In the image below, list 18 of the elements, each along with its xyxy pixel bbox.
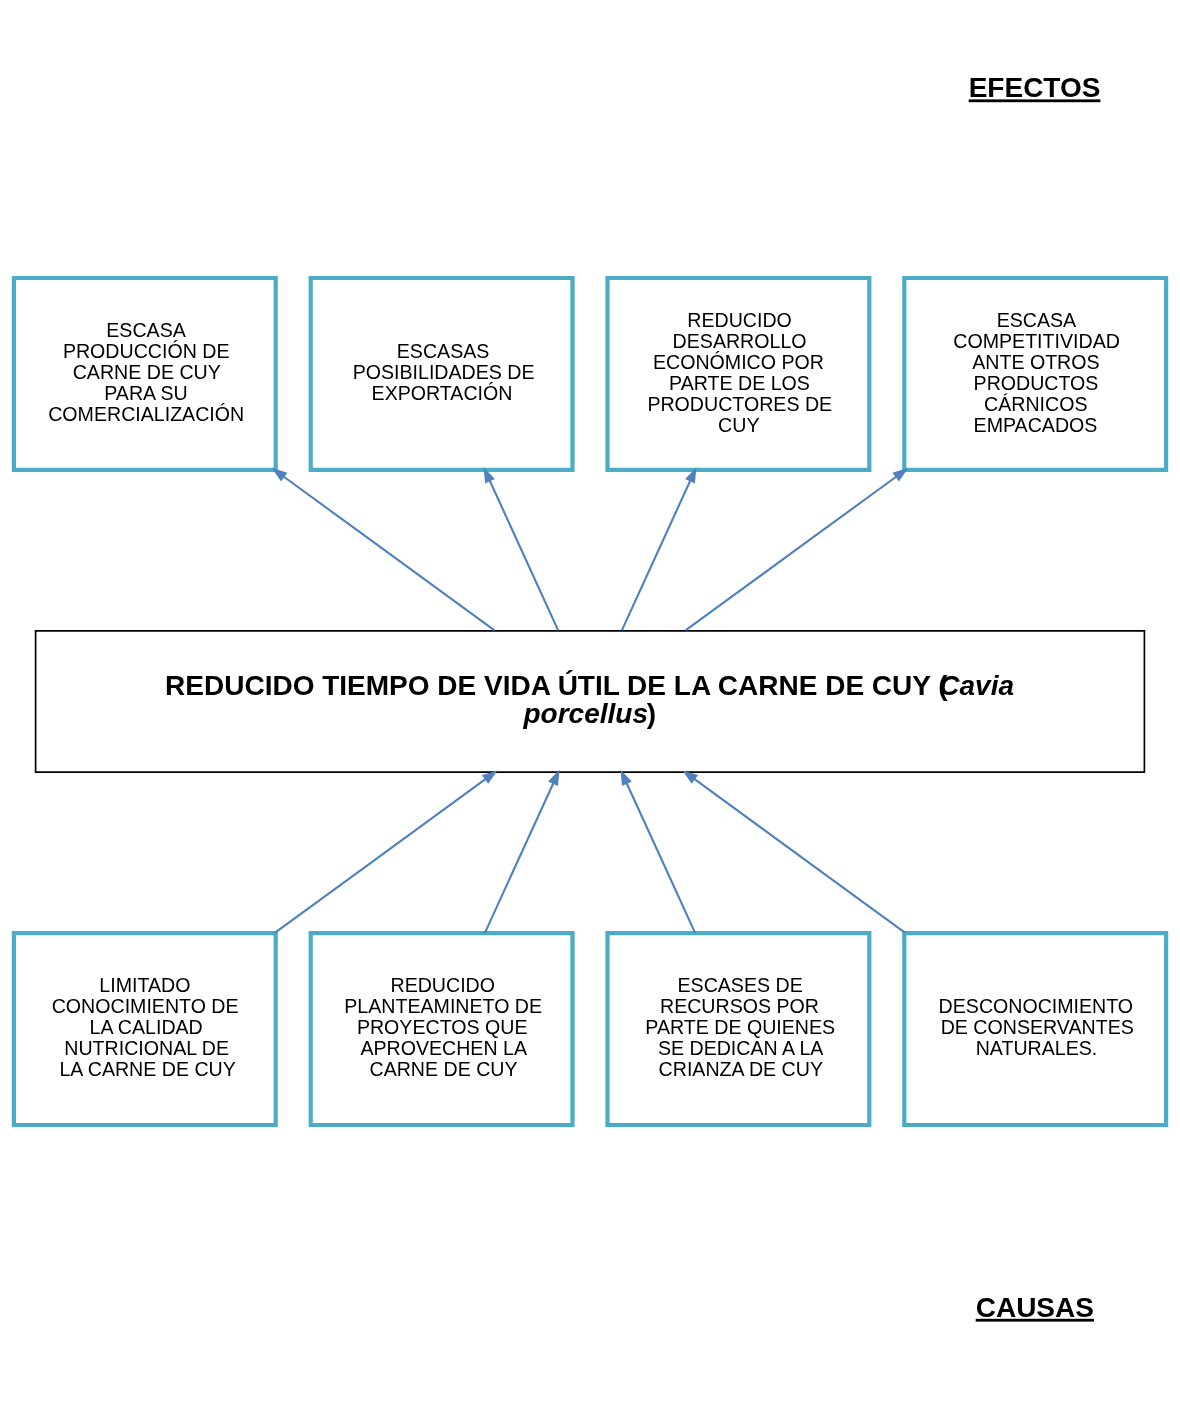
node-box: REDUCIDO PLANTEAMINETO DE PROYECTOS QUE APROVECHEN LA CARNE DE CUY [308, 931, 575, 1128]
label: EFECTOS [968, 72, 1101, 104]
node-box: ESCASAS POSIBILIDADES DE EXPORTACIÓN [308, 275, 575, 472]
node-box: DESCONOCIMIENTO DE CONSERVANTES NATURALES. [902, 931, 1169, 1128]
label: CAUSAS [975, 1291, 1094, 1323]
node-box: REDUCIDO DESARROLLO ECONÓMICO POR PARTE DE LOS PRODUCTORES DE CUY [605, 275, 872, 472]
node-box: ESCASES DE RECURSOS POR PARTE DE QUIENES SE DEDICAN A LA CRIANZA DE CUY [605, 931, 872, 1128]
arrow [620, 467, 697, 631]
arrow [682, 770, 906, 934]
arrow [684, 467, 909, 632]
node-box: LIMITADO CONOCIMIENTO DE LA CALIDAD NUTRICIONAL DE LA CARNE DE CUY [11, 931, 278, 1128]
arrow [274, 770, 498, 934]
node-box: ESCASA COMPETITIVIDAD ANTE OTROS PRODUCTOS CÁRNICOS EMPACADOS [902, 275, 1169, 472]
node-box: ESCASA PRODUCCIÓN DE CARNE DE CUY PARA SU COMERCIALIZACIÓN [11, 275, 278, 472]
arrow [483, 769, 560, 934]
arrow [271, 467, 496, 632]
arrow [483, 467, 560, 631]
arrow [620, 769, 697, 934]
